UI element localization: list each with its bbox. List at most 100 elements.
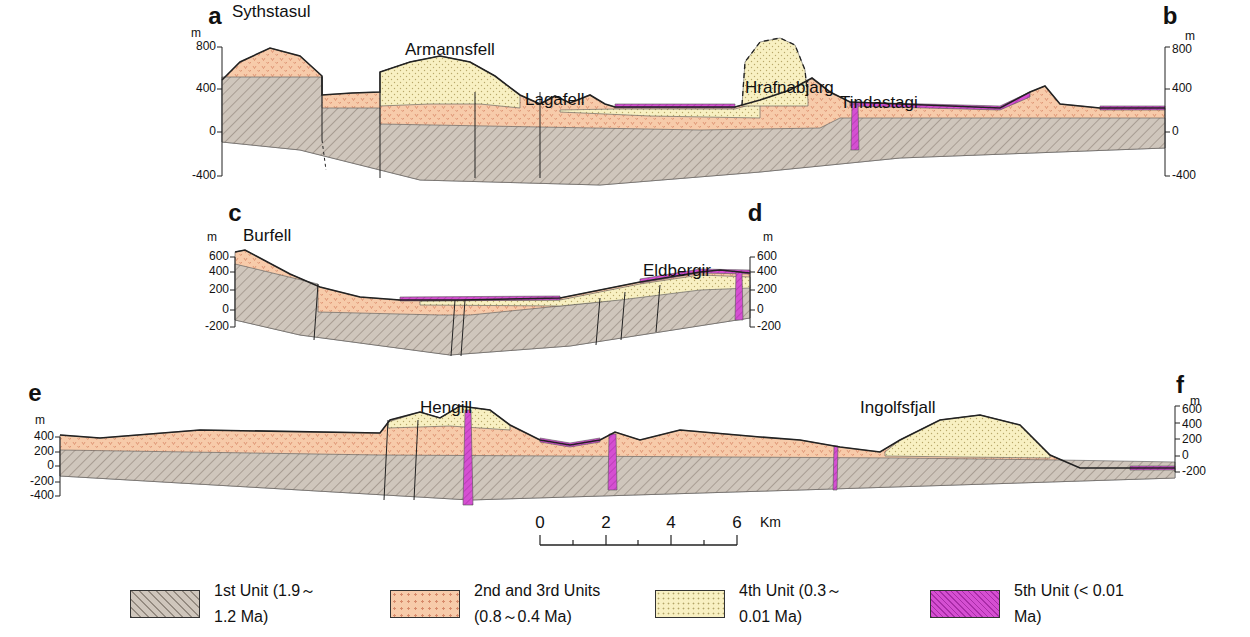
ground-surface <box>235 250 750 300</box>
section-end-letter: e <box>28 380 41 406</box>
axis-tick <box>217 176 222 177</box>
scale-tick <box>736 535 737 545</box>
axis-label: Km <box>760 515 781 530</box>
axis-tick <box>230 272 235 273</box>
ground-surface <box>60 406 1175 468</box>
axis-label: m <box>1185 30 1195 43</box>
legend-item: 2nd and 3rd Units (0.8～0.4 Ma) <box>390 578 624 629</box>
fault-line <box>384 420 388 500</box>
scale-tick <box>637 540 638 545</box>
axis-line <box>222 47 223 176</box>
scale-tick <box>670 535 671 545</box>
legend-swatch <box>390 590 460 618</box>
legend-text: 4th Unit (0.3～0.01 Ma) <box>739 578 859 629</box>
axis-tick <box>750 327 755 328</box>
scale-tick <box>605 535 606 545</box>
axis-tick <box>230 290 235 291</box>
section-end-letter: b <box>1163 3 1178 29</box>
axis-label: 600 <box>757 250 777 263</box>
place-name: Sythstasul <box>232 3 310 22</box>
legend-item: 4th Unit (0.3～0.01 Ma) <box>655 578 859 629</box>
axis-label: 0 <box>1182 449 1189 462</box>
section-end-letter: c <box>228 200 241 226</box>
axis-tick <box>55 496 60 497</box>
legend-swatch <box>930 590 1000 618</box>
place-name: Lagafell <box>525 91 585 110</box>
fault-line <box>414 420 418 500</box>
axis-tick <box>55 437 60 438</box>
legend-text: 2nd and 3rd Units (0.8～0.4 Ma) <box>474 578 624 629</box>
unit-4-layer <box>885 415 1050 458</box>
ground-surface <box>222 48 1165 108</box>
axis-tick <box>1175 423 1180 424</box>
axis-label: -400 <box>1172 169 1196 182</box>
axis-label: 400 <box>209 265 229 278</box>
axis-tick <box>217 47 222 48</box>
fault-line <box>322 140 326 170</box>
place-name: Hengill <box>420 399 472 418</box>
unit-2-3-layer <box>60 406 1175 500</box>
axis-label: 800 <box>196 40 216 53</box>
unit-5-dike <box>608 434 617 490</box>
section-end-letter: a <box>208 3 221 29</box>
axis-label: 2 <box>601 514 610 533</box>
axis-tick <box>217 132 222 133</box>
unit-5-dike <box>463 410 473 505</box>
section-end-letter: d <box>748 200 763 226</box>
axis-label: -400 <box>30 489 54 502</box>
axis-tick <box>750 310 755 311</box>
fault-line <box>475 92 476 178</box>
axis-label: 400 <box>1172 82 1192 95</box>
axis-label: 200 <box>34 445 54 458</box>
axis-label: 0 <box>209 125 216 138</box>
axis-tick <box>1175 472 1180 473</box>
place-name: Burfell <box>243 227 291 246</box>
axis-tick <box>1165 176 1170 177</box>
axis-label: 400 <box>196 82 216 95</box>
scale-tick <box>572 540 573 545</box>
axis-label: 0 <box>47 459 54 472</box>
fault-line <box>380 92 381 178</box>
unit-5-dike <box>735 272 743 320</box>
axis-tick <box>55 482 60 483</box>
place-name: Eldbergir <box>643 262 711 281</box>
axis-label: 600 <box>1182 403 1202 416</box>
legend-text: 1st Unit (1.9～1.2 Ma) <box>214 578 334 629</box>
fault-line <box>596 298 600 345</box>
axis-label: 0 <box>535 514 544 533</box>
place-name: Armannsfell <box>405 41 495 60</box>
axis-label: 400 <box>34 430 54 443</box>
legend-swatch <box>130 590 200 618</box>
legend-item: 1st Unit (1.9～1.2 Ma) <box>130 578 334 629</box>
axis-label: 4 <box>666 514 675 533</box>
axis-line <box>1165 47 1166 176</box>
fault-line <box>322 77 323 140</box>
axis-tick <box>1175 406 1180 407</box>
axis-label: -200 <box>757 320 781 333</box>
axis-label: 400 <box>757 265 777 278</box>
section-end-letter: f <box>1176 372 1184 398</box>
legend-item: 5th Unit (< 0.01 Ma) <box>930 578 1134 629</box>
axis-tick <box>1175 439 1180 440</box>
axis-label: m <box>191 27 201 40</box>
fault-line <box>656 285 660 332</box>
legend-text: 5th Unit (< 0.01 Ma) <box>1014 578 1134 629</box>
fault-line <box>621 292 625 340</box>
axis-label: 0 <box>757 303 764 316</box>
axis-line <box>750 257 751 327</box>
axis-label: -200 <box>30 475 54 488</box>
scale-tick <box>703 540 704 545</box>
axis-tick <box>750 290 755 291</box>
axis-label: m <box>763 231 773 244</box>
axis-label: 800 <box>1172 43 1192 56</box>
axis-tick <box>1175 456 1180 457</box>
axis-tick <box>230 327 235 328</box>
axis-tick <box>230 257 235 258</box>
axis-line <box>235 257 236 327</box>
place-name: Ingolfsfjall <box>860 399 936 418</box>
axis-tick <box>750 257 755 258</box>
axis-tick <box>55 452 60 453</box>
axis-tick <box>55 466 60 467</box>
